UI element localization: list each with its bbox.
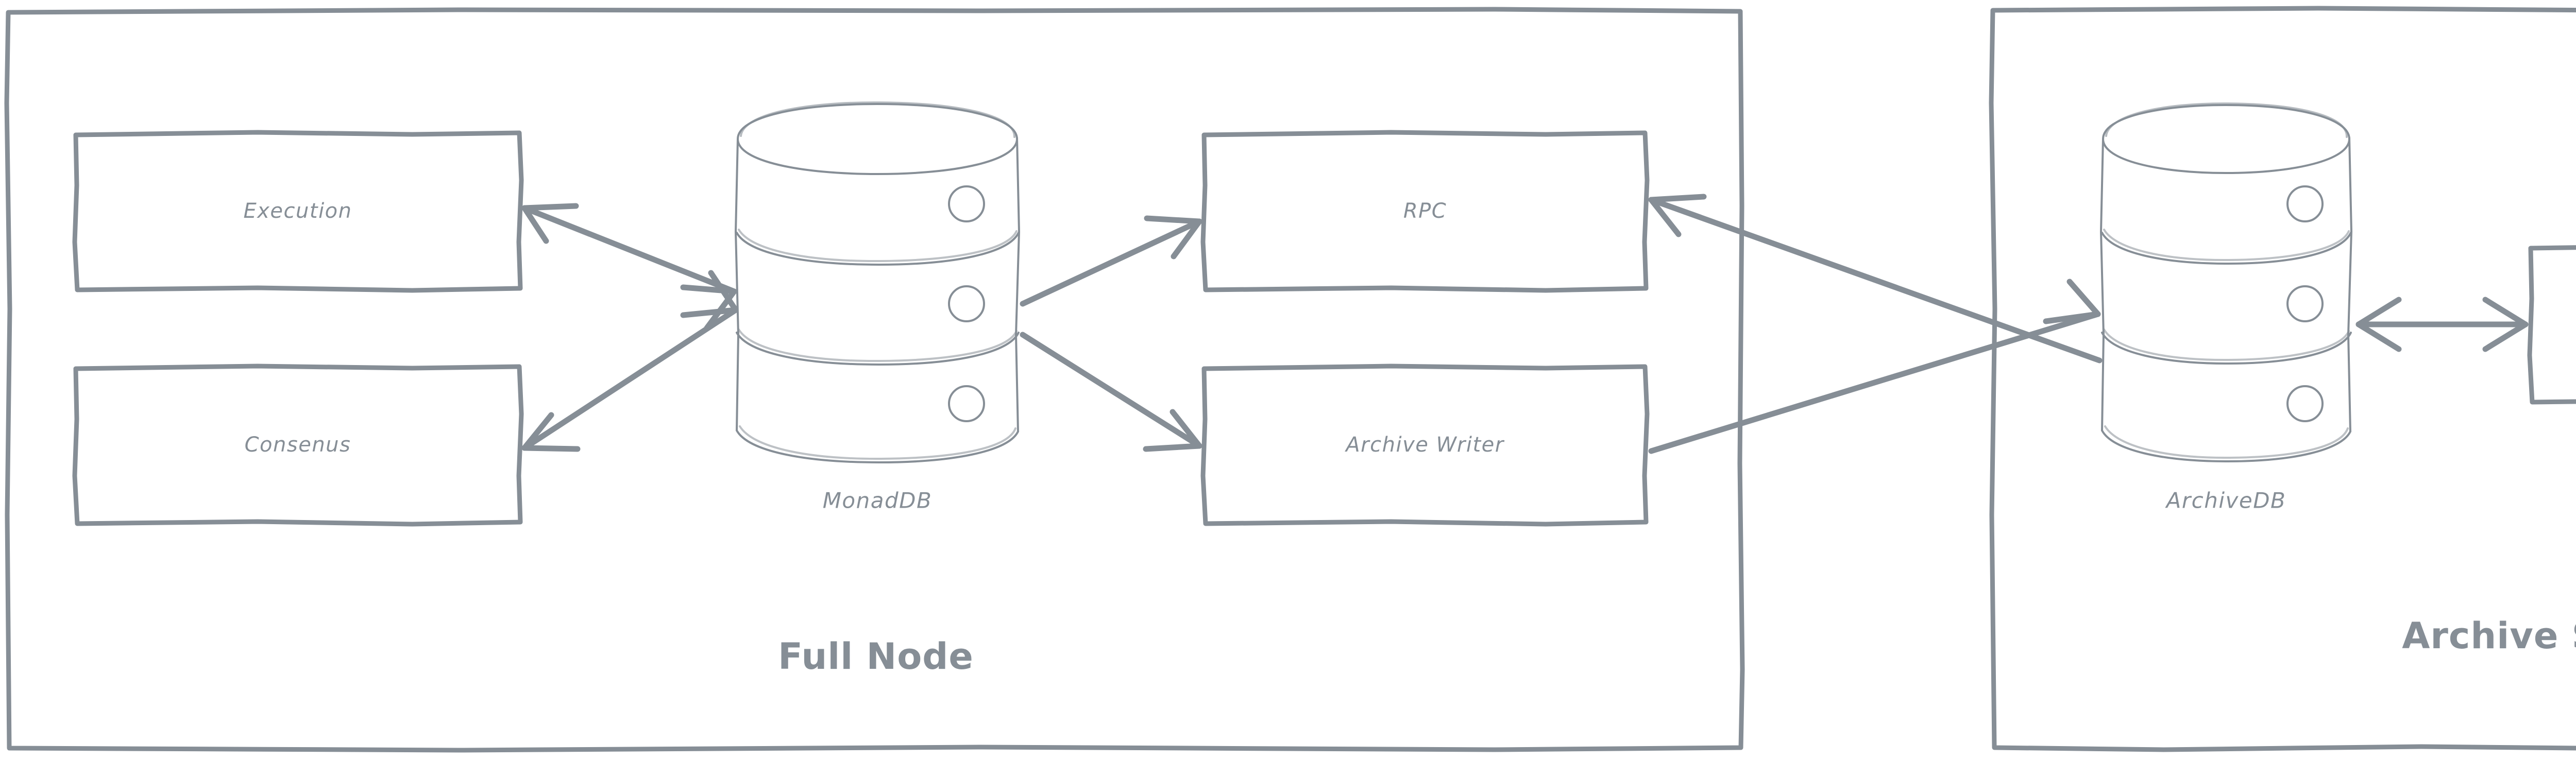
connector-archivedb-indexer-arrowhead-right bbox=[2482, 297, 2529, 352]
connector-consensus-monaddb[interactable] bbox=[521, 270, 739, 452]
panel-full-node-title: Full Node bbox=[778, 635, 974, 678]
archivedb-top-ellipse-overdraw bbox=[2105, 102, 2348, 138]
monaddb-divider-2-overdraw bbox=[738, 328, 1018, 362]
archivedb-divider-1 bbox=[2101, 232, 2352, 265]
connector-monaddb-rpc-line bbox=[1020, 218, 1202, 307]
indexer-box-border bbox=[2527, 245, 2576, 405]
connector-consensus-monaddb-arrowhead-right bbox=[680, 270, 739, 318]
archivedb-right-side bbox=[2347, 137, 2352, 433]
node-execution[interactable]: Execution bbox=[72, 130, 524, 293]
panel-archive-server-title: Archive Server bbox=[2402, 615, 2576, 657]
archive-writer-box-border bbox=[1200, 364, 1650, 527]
execution-box-border bbox=[72, 130, 524, 293]
archivedb-bottom-arc-overdraw bbox=[2104, 425, 2349, 459]
archivedb-segment-dot-1 bbox=[2286, 185, 2324, 222]
monaddb-label: MonadDB bbox=[823, 488, 933, 513]
monaddb-segment-dot-1 bbox=[948, 185, 985, 222]
archivedb-divider-2 bbox=[2101, 332, 2352, 365]
connector-archivedb-indexer-arrowhead-left bbox=[2355, 297, 2402, 352]
monaddb-top-ellipse-overdraw bbox=[740, 101, 1016, 138]
connector-execution-monaddb-arrowhead-left bbox=[521, 203, 579, 244]
connector-archive-writer-archivedb[interactable] bbox=[1648, 279, 2101, 454]
archivedb-divider-2-overdraw bbox=[2103, 328, 2350, 361]
monaddb-top-ellipse bbox=[737, 103, 1018, 175]
connector-archive-writer-archivedb-arrowhead bbox=[2043, 279, 2101, 324]
panel-archive-server-border bbox=[1989, 6, 2576, 752]
node-rpc[interactable]: RPC bbox=[1200, 130, 1650, 293]
archivedb-divider-1-overdraw bbox=[2103, 229, 2350, 262]
monaddb-left-side bbox=[735, 138, 739, 431]
monaddb-bottom-arc bbox=[736, 429, 1019, 463]
connector-monaddb-rpc[interactable] bbox=[1020, 215, 1202, 307]
monaddb-divider-2 bbox=[736, 332, 1020, 366]
monaddb-segment-dot-3 bbox=[948, 385, 985, 422]
archivedb-label: ArchiveDB bbox=[2165, 488, 2286, 513]
monaddb-bottom-arc-overdraw bbox=[739, 425, 1016, 460]
connector-execution-monaddb-line bbox=[521, 205, 737, 295]
panel-archive-server[interactable]: Archive Server bbox=[1989, 6, 2576, 752]
archivedb-left-side bbox=[2100, 138, 2105, 431]
connector-execution-monaddb-arrowhead-right bbox=[680, 284, 737, 331]
consensus-label: Consenus bbox=[245, 433, 351, 457]
node-consensus[interactable]: Consenus bbox=[72, 364, 524, 527]
execution-label: Execution bbox=[243, 199, 352, 223]
archivedb-segment-dot-2 bbox=[2286, 285, 2324, 322]
connector-monaddb-archive-writer-arrowhead bbox=[1143, 409, 1202, 452]
connector-consensus-monaddb-line bbox=[521, 307, 739, 451]
archivedb-bottom-arc bbox=[2101, 429, 2351, 462]
rpc-label: RPC bbox=[1403, 199, 1447, 223]
node-archive-writer[interactable]: Archive Writer bbox=[1200, 364, 1650, 527]
connector-consensus-monaddb-arrowhead-left bbox=[521, 412, 581, 452]
monaddb-divider-1-overdraw bbox=[738, 229, 1018, 263]
connector-monaddb-archive-writer[interactable] bbox=[1020, 332, 1202, 452]
connector-archive-writer-archivedb-line bbox=[1648, 311, 2101, 454]
node-monaddb[interactable]: MonadDB bbox=[735, 101, 1020, 513]
monaddb-divider-1 bbox=[736, 232, 1020, 266]
consensus-box-border bbox=[72, 364, 524, 527]
archivedb-segment-dot-3 bbox=[2286, 385, 2324, 422]
monaddb-right-side bbox=[1015, 137, 1020, 433]
connector-archivedb-rpc-arrowhead bbox=[1648, 194, 1707, 237]
connector-execution-monaddb[interactable] bbox=[521, 203, 737, 331]
monaddb-segment-dot-2 bbox=[948, 285, 985, 322]
panel-full-node-border bbox=[4, 7, 1745, 753]
connector-monaddb-archive-writer-line bbox=[1020, 332, 1202, 449]
connector-archivedb-indexer[interactable] bbox=[2355, 297, 2529, 352]
connector-monaddb-rpc-arrowhead bbox=[1144, 215, 1202, 260]
archive-writer-label: Archive Writer bbox=[1344, 433, 1504, 457]
node-archivedb[interactable]: ArchiveDB bbox=[2100, 102, 2352, 513]
rpc-box-border bbox=[1200, 130, 1650, 293]
node-indexer[interactable]: Indexer bbox=[2527, 245, 2576, 405]
panel-full-node[interactable]: Full Node bbox=[4, 7, 1745, 753]
archivedb-top-ellipse bbox=[2102, 104, 2350, 174]
